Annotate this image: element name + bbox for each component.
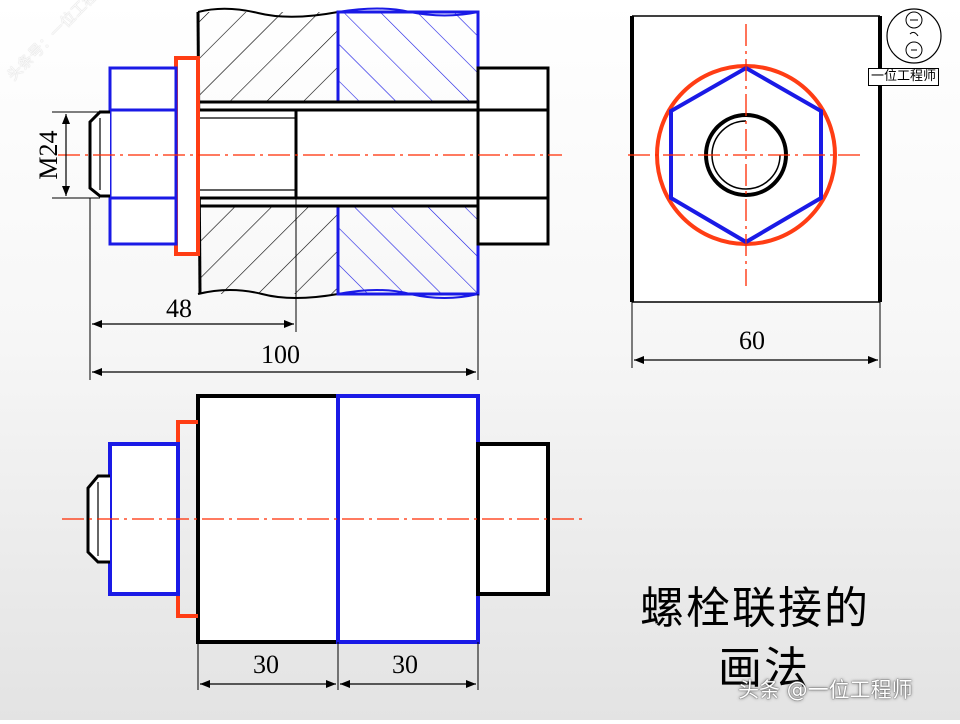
nut	[108, 66, 178, 246]
plate1-upper-section	[198, 12, 338, 102]
corner-watermark: 头条 @一位工程师	[738, 678, 913, 702]
dim-label-30-first: 30	[253, 650, 279, 679]
title-line-1: 螺栓联接的	[640, 583, 870, 634]
logo-circle	[886, 8, 942, 64]
front-view	[62, 394, 584, 690]
break-line-bottom-plate1	[197, 289, 339, 299]
dim-label-100: 100	[261, 340, 300, 369]
logo-strokes	[909, 19, 919, 51]
dim-label-m24: M24	[34, 130, 63, 180]
thread-root-arc	[711, 120, 781, 190]
bolt-head	[476, 66, 550, 246]
break-line-top-plate1	[197, 7, 339, 18]
washer	[174, 56, 200, 256]
logo-dot-bottom	[905, 41, 923, 59]
plate2-lower-section	[338, 206, 478, 294]
logo-dot-top	[905, 11, 923, 29]
bolt-shank	[200, 110, 478, 198]
plate2-upper-section	[338, 12, 478, 102]
end-view	[628, 15, 882, 368]
section-view	[52, 7, 562, 380]
dim-label-60: 60	[739, 326, 765, 355]
dim-label-48: 48	[166, 294, 192, 323]
logo-label: 一位工程师	[868, 68, 940, 86]
plate1-lower-section	[198, 206, 338, 294]
title-line-2: 画法	[718, 643, 810, 694]
dim-label-30-second: 30	[392, 650, 418, 679]
logo-seal	[886, 8, 942, 64]
